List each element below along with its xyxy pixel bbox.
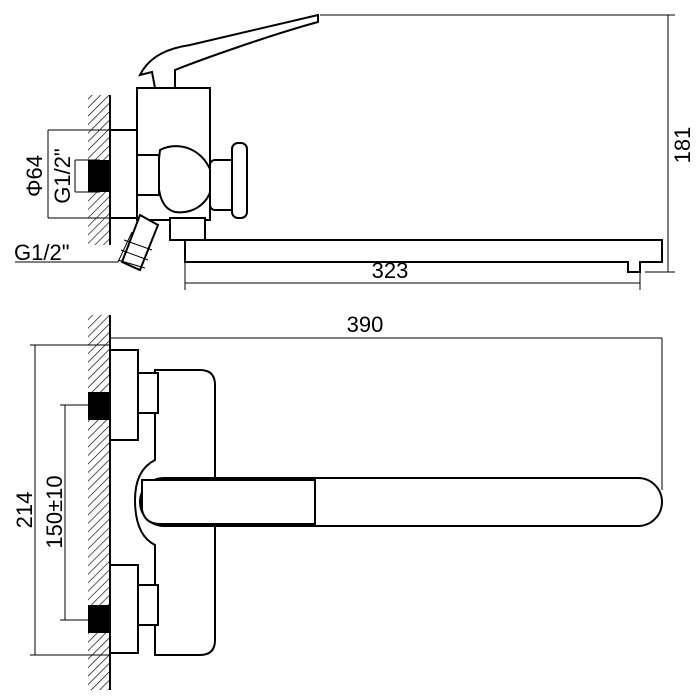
flange-top xyxy=(109,349,139,441)
inlet-thread xyxy=(88,160,110,192)
dim-phi64: Φ64 xyxy=(22,155,47,197)
flange-bottom xyxy=(109,564,139,654)
dim-outlet-thread: G1/2" xyxy=(14,240,70,265)
dim-323: 323 xyxy=(372,258,409,283)
hose-outlet xyxy=(120,213,160,272)
spout xyxy=(184,239,663,273)
lever-handle xyxy=(138,13,319,89)
nut-bottom xyxy=(137,584,159,626)
diverter-knob-cap xyxy=(231,142,248,219)
diverter-body xyxy=(157,145,214,214)
nut-left xyxy=(136,154,160,196)
lever-top xyxy=(141,479,316,525)
dim-150: 150±10 xyxy=(42,475,67,548)
dim-inlet-thread: G1/2" xyxy=(50,148,75,204)
top-view: 390 214 150±10 xyxy=(12,312,663,690)
wall-flange xyxy=(109,129,138,219)
side-view: 181 323 Φ64 G1/2" G1/2" xyxy=(14,13,695,290)
dim-181: 181 xyxy=(670,127,695,164)
nut-top xyxy=(137,372,159,414)
dim-390: 390 xyxy=(347,312,384,337)
wall-hatch xyxy=(88,315,110,690)
dim-214: 214 xyxy=(12,492,37,529)
spout-connector xyxy=(169,217,206,241)
